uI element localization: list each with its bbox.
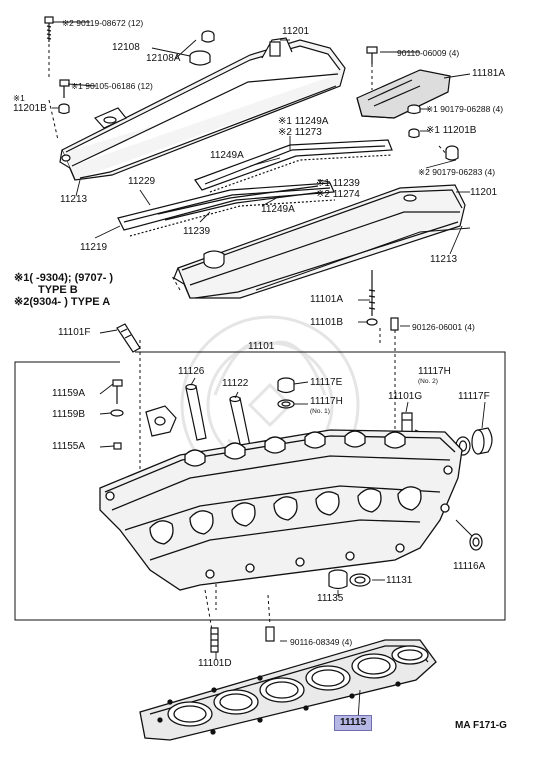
cam-cover-right[interactable] [173,184,466,299]
seal-washer-90179-06288[interactable] [407,104,421,115]
label-11229: 11229 [128,176,156,187]
label-11131: 11131 [386,575,413,586]
note-type-a: ※2(9304- ) TYPE A [14,296,111,308]
label-11201B-left: 11201B [13,103,47,114]
label-no2: (No. 2) [418,378,438,385]
label-11249A-low: 11249A [261,204,295,215]
label-90110-06009: 90110-06009 (4) [397,48,460,58]
label-12108A: 12108A [146,53,181,64]
label-no1: (No. 1) [310,408,330,415]
label-star1-a: ※1 [13,93,25,103]
washer-11159B[interactable] [110,409,124,417]
plug-11117H-no1[interactable] [277,399,295,409]
note-type-b: ※1( -9304); (9707- ) [14,272,114,284]
head-assembly-frame [14,351,506,621]
label-11117H-no2: 11117H [418,366,451,377]
plug-11117E[interactable] [277,377,295,394]
seal-washer-90179-06283[interactable] [445,145,459,161]
bolt-11159A[interactable] [112,379,123,404]
stud-11101F[interactable] [116,323,141,353]
label-11101F: 11101F [58,327,91,338]
bolt-90110-06009[interactable] [366,46,378,64]
label-11117H-no1: 11117H [310,396,343,407]
label-11201B-right: ※1 11201B [426,125,477,136]
leader-11116A [455,519,473,537]
label-11115-highlighted[interactable]: 11115 [334,715,373,731]
label-11181A: 11181A [472,68,505,79]
plug-11116A[interactable] [469,533,483,551]
label-11101B: 11101B [310,317,343,328]
label-11117E: 11117E [310,377,343,388]
pin-90126-06001[interactable] [390,317,399,331]
label-90119-08672: ※2 90119-08672 (12) [62,18,144,28]
label-11213-left: 11213 [60,194,88,205]
spark-plug-cover-11181A[interactable] [356,69,451,119]
cam-cover-gasket-11213-right[interactable] [255,227,471,291]
label-90179-06288: ※1 90179-06288 (4) [426,104,504,114]
label-90179-06283: ※2 90179-06283 (4) [418,167,496,177]
figure-code: MA F171-G [455,720,507,731]
label-11159B: 11159B [52,409,85,420]
label-11122: 11122 [222,378,249,389]
label-11135: 11135 [317,593,344,604]
label-90116-08349: 90116-08349 (4) [290,637,353,647]
label-12108: 12108 [112,42,140,53]
label-90105-06186: ※1 90105-06186 (12) [71,81,153,91]
head-gasket-11115[interactable] [139,639,437,741]
stud-11101D[interactable] [210,627,219,653]
cylinder-head-11101[interactable] [99,429,463,591]
valve-guide-11122[interactable] [229,395,251,449]
label-11155A: 11155A [52,441,85,452]
seal-11135[interactable] [328,569,348,590]
grommet-11201B-right[interactable] [408,128,420,139]
valve-guide-11126[interactable] [185,383,207,441]
label-11274: ※2 11274 [316,189,360,200]
label-11101D: 11101D [198,658,232,669]
plug-11117F[interactable] [471,427,493,455]
cam-cover-left[interactable] [59,37,346,181]
stud-bolt-11101A[interactable] [366,270,378,326]
leader-lines [52,21,486,721]
label-11116A: 11116A [453,561,486,572]
seal-11131[interactable] [349,573,371,587]
gasket-strip-11239[interactable] [157,185,323,221]
label-11273: ※2 11273 [278,127,322,138]
label-90126-06001: 90126-06001 (4) [412,322,475,332]
label-11219: 11219 [80,242,108,253]
gasket-strip-11249A-upper[interactable] [194,139,393,193]
bolt-90119-08672[interactable] [44,16,54,42]
label-11213-right: 11213 [430,254,458,265]
plug-11155A[interactable] [113,442,122,450]
label-11239-low: 11239 [183,226,211,237]
bolt-90105-06186[interactable] [59,79,70,98]
label-11101: 11101 [248,341,275,352]
label-11239-right: ※1 11239 [316,178,360,189]
label-11201-right: 11201 [470,187,498,198]
label-11117F: 11117F [458,391,490,402]
grommet-11201B-left[interactable] [58,103,70,115]
label-11159A: 11159A [52,388,85,399]
label-11249A-mid: 11249A [210,150,244,161]
note-type-b-label: TYPE B [38,284,78,296]
label-11101A: 11101A [310,294,343,305]
oil-filler-cap-12108[interactable] [189,30,215,66]
label-11101G: 11101G [388,391,423,402]
bolt-90116-08349[interactable] [265,626,275,642]
label-11249A-top: ※1 11249A [278,116,329,127]
label-11201-top: 11201 [282,26,310,37]
bearing-cap-bracket[interactable] [145,405,177,437]
label-11126: 11126 [178,366,205,377]
